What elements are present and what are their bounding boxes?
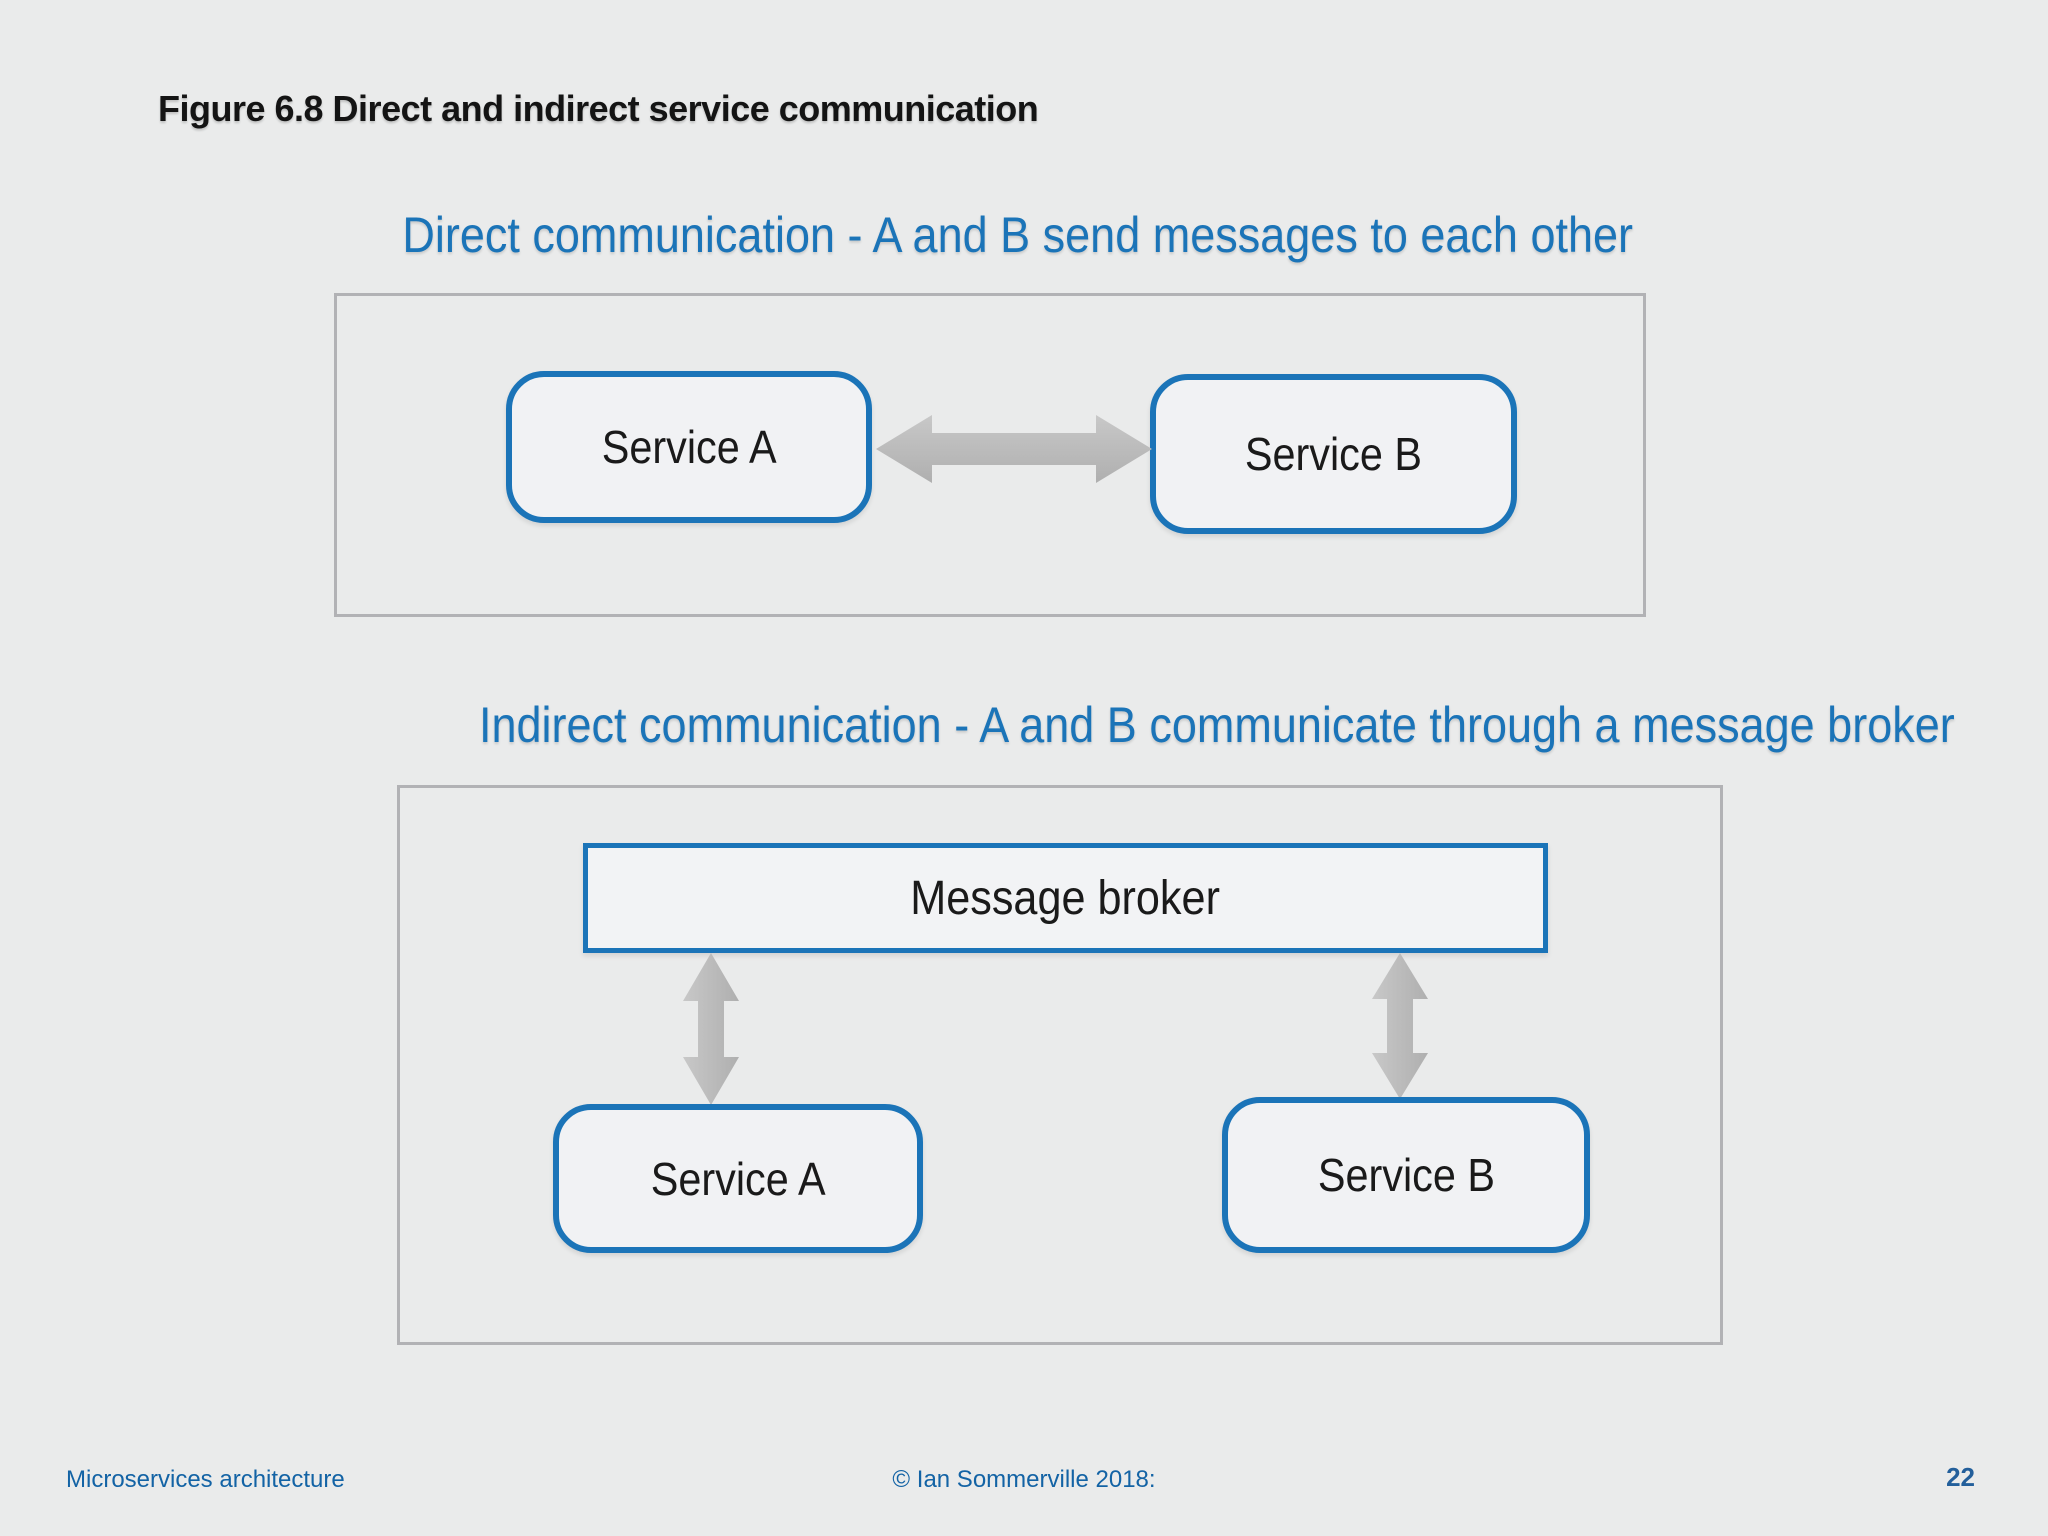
horizontal-double-arrow-icon	[876, 415, 1152, 483]
indirect-service-b-node: Service B	[1222, 1097, 1590, 1253]
direct-section-heading-text: Direct communication - A and B send mess…	[402, 207, 1634, 263]
footer-course-name: Microservices architecture	[66, 1466, 345, 1493]
indirect-service-a-label: Service A	[650, 1152, 826, 1205]
direct-communication-frame	[334, 293, 1646, 617]
vertical-double-arrow-right-icon	[1372, 953, 1428, 1099]
direct-service-b-node: Service B	[1150, 374, 1517, 534]
direct-section-heading: Direct communication - A and B send mess…	[334, 206, 1640, 264]
indirect-section-heading: Indirect communication - A and B communi…	[397, 696, 1955, 754]
page-title: Figure 6.8 Direct and indirect service c…	[158, 88, 1039, 129]
indirect-service-b-label: Service B	[1317, 1149, 1495, 1201]
direct-service-a-label: Service A	[601, 421, 777, 473]
indirect-communication-frame	[397, 785, 1723, 1345]
direct-service-a-node: Service A	[506, 371, 872, 523]
vertical-double-arrow-left-icon	[683, 953, 739, 1105]
message-broker-label: Message broker	[910, 871, 1221, 925]
footer-copyright: © Ian Sommerville 2018:	[892, 1466, 1156, 1493]
message-broker-node: Message broker	[583, 843, 1548, 953]
footer-page-number: 22	[1946, 1462, 1975, 1492]
indirect-section-heading-text: Indirect communication - A and B communi…	[478, 697, 1955, 753]
indirect-service-a-node: Service A	[553, 1104, 923, 1253]
direct-service-b-label: Service B	[1244, 428, 1423, 480]
